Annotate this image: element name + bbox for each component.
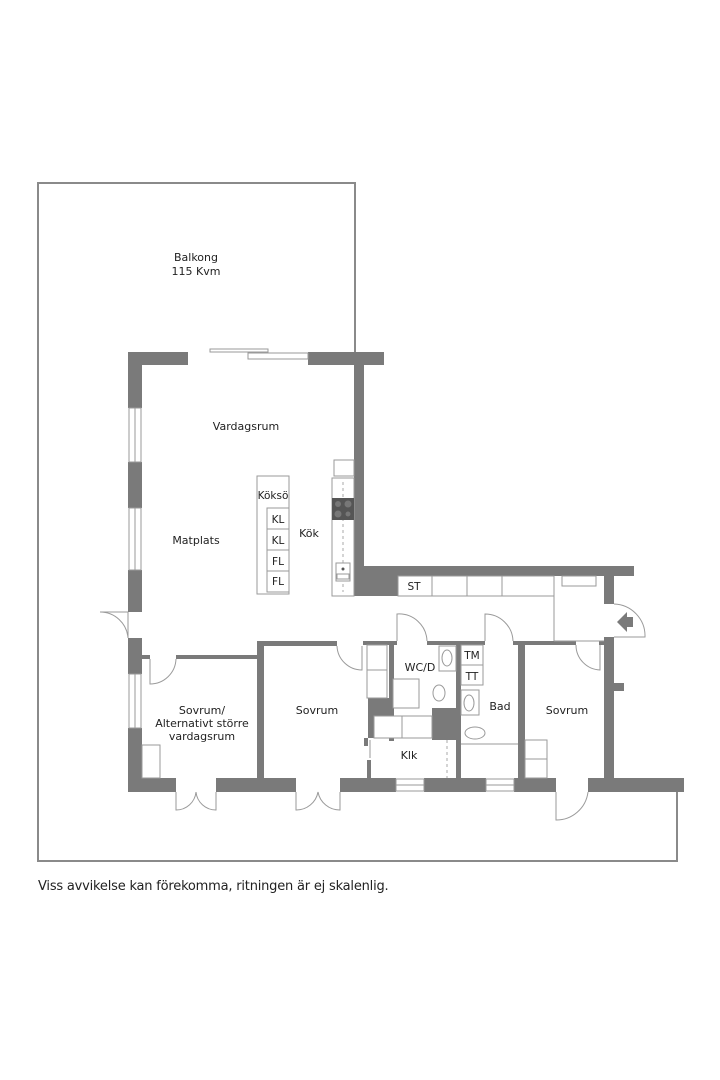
kitchen-island-label: Köksö: [258, 490, 289, 502]
balcony-outline: [37, 182, 678, 862]
shower-icon: [392, 678, 420, 709]
room-kok: Kök: [299, 527, 319, 540]
entrance-arrow-icon: [617, 612, 633, 632]
appliance-kl-2: KL: [272, 535, 285, 547]
room-klk: Klk: [401, 749, 418, 762]
walls: [128, 352, 684, 792]
room-sovrum-right: Sovrum: [546, 704, 588, 717]
stove-icon: [332, 498, 354, 520]
appliance-kl-1: KL: [272, 514, 285, 526]
windows: [128, 348, 515, 792]
disclaimer-text: Viss avvikelse kan förekomma, ritningen …: [38, 879, 389, 894]
room-vardagsrum: Vardagsrum: [213, 420, 279, 433]
room-sovrum-alt-line1: Sovrum/: [179, 704, 225, 717]
balcony-label: Balkong: [174, 251, 218, 264]
kitchen-island: [256, 475, 290, 595]
kitchen-counter: [331, 459, 355, 597]
appliance-fl-2: FL: [272, 576, 284, 588]
room-matplats: Matplats: [172, 534, 220, 547]
balcony-area: 115 Kvm: [172, 265, 221, 278]
room-bad: Bad: [489, 700, 510, 713]
room-labels: Balkong 115 Kvm Vardagsrum Matplats Kök …: [155, 251, 588, 762]
wardrobe-right: [524, 739, 548, 779]
wc-fixtures: [392, 644, 518, 745]
toilet-icon: [432, 684, 446, 702]
sink-icon: [335, 562, 351, 582]
wardrobe: [141, 744, 161, 779]
appliance-fl-1: FL: [272, 556, 284, 568]
appliance-tt: TT: [465, 671, 479, 683]
room-sovrum-alt-line3: vardagsrum: [169, 730, 235, 743]
klk-wardrobes: [366, 644, 448, 778]
room-sovrum-middle: Sovrum: [296, 704, 338, 717]
appliance-st: ST: [407, 581, 421, 593]
room-sovrum-alt-line2: Alternativt större: [155, 717, 249, 730]
washbasin-icon: [441, 649, 453, 667]
storage-row: [397, 575, 597, 597]
appliance-tm: TM: [463, 650, 479, 662]
room-wcd: WC/D: [405, 661, 436, 674]
